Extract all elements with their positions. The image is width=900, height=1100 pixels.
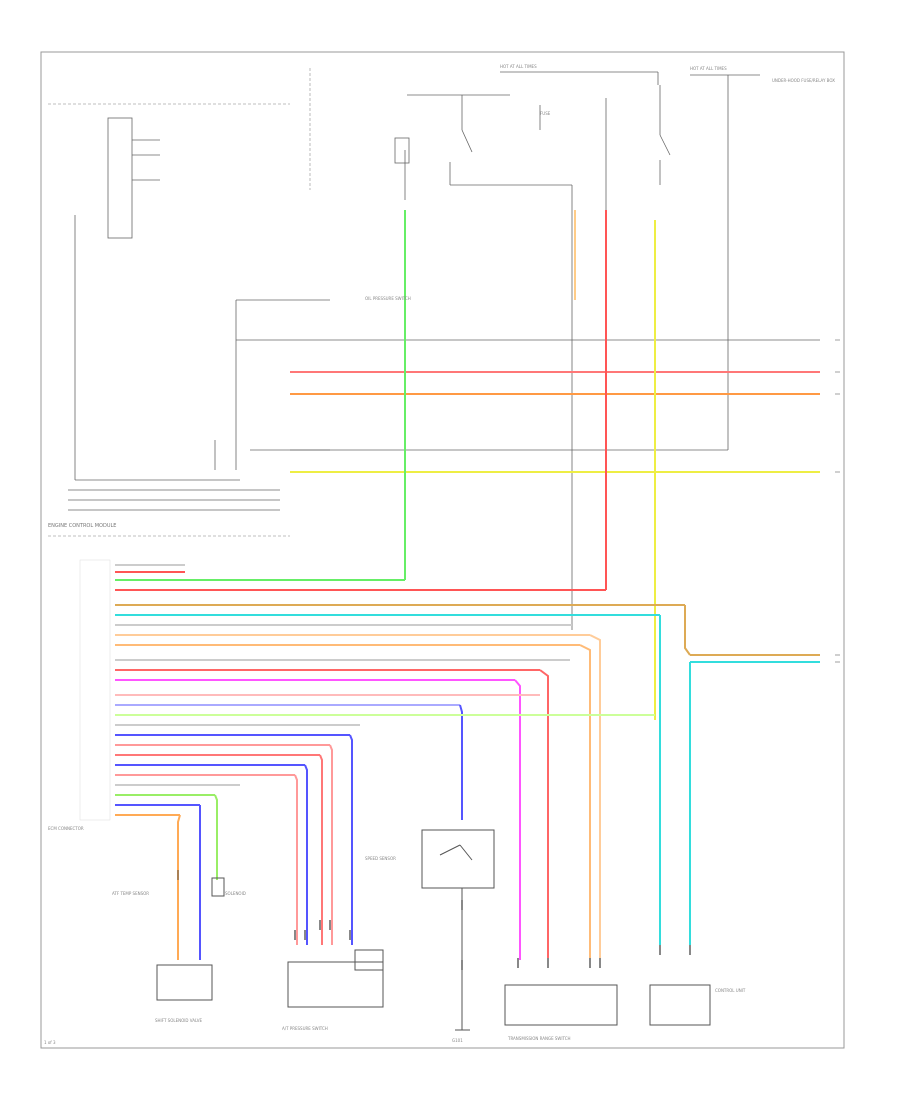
shift-solenoid-label: SHIFT SOLENOID VALVE <box>155 1018 203 1023</box>
pin-label-column <box>79 559 111 821</box>
control-unit-box <box>649 984 711 1026</box>
speed-sensor-box <box>421 829 495 889</box>
ecm-boundary <box>48 68 311 537</box>
speed-sensor-label: SPEED SENSOR <box>365 856 396 861</box>
bottom-components <box>156 829 711 1031</box>
main-wire-runs <box>290 371 820 663</box>
module-label: ENGINE CONTROL MODULE <box>48 523 116 529</box>
ecm-pin-wires <box>115 564 691 960</box>
top-power-circuit <box>290 71 760 630</box>
connector-stubs <box>294 900 691 970</box>
atf-label-2: SOLENOID <box>225 891 246 896</box>
shift-solenoid-box <box>156 964 213 1001</box>
tr-switch-box <box>504 984 618 1026</box>
hot-label-1: HOT AT ALL TIMES <box>500 64 537 69</box>
under-hood-label: UNDER-HOOD FUSE/RELAY BOX <box>772 78 835 83</box>
ground-label: G101 <box>452 1038 463 1043</box>
tr-switch-label: TRANSMISSION RANGE SWITCH <box>507 1036 571 1041</box>
control-unit-label: CONTROL UNIT <box>715 988 746 993</box>
right-edge-ticks <box>835 339 840 663</box>
ecm-connector-label: ECM CONNECTOR <box>48 826 84 831</box>
fuse-label: FUSE <box>540 111 551 116</box>
hot-label-2: HOT AT ALL TIMES <box>690 66 727 71</box>
atf-label: ATF TEMP SENSOR <box>112 891 149 896</box>
pressure-switch-label: A/T PRESSURE SWITCH <box>282 1026 328 1031</box>
diagram-frame <box>40 51 845 1049</box>
pressure-switch-box <box>287 961 384 1008</box>
page-label: 1 of 3 <box>44 1040 56 1045</box>
vertical-wires-top <box>404 210 656 720</box>
ecm-internals <box>68 117 820 511</box>
oil-switch-label: OIL PRESSURE SWITCH <box>365 296 411 301</box>
